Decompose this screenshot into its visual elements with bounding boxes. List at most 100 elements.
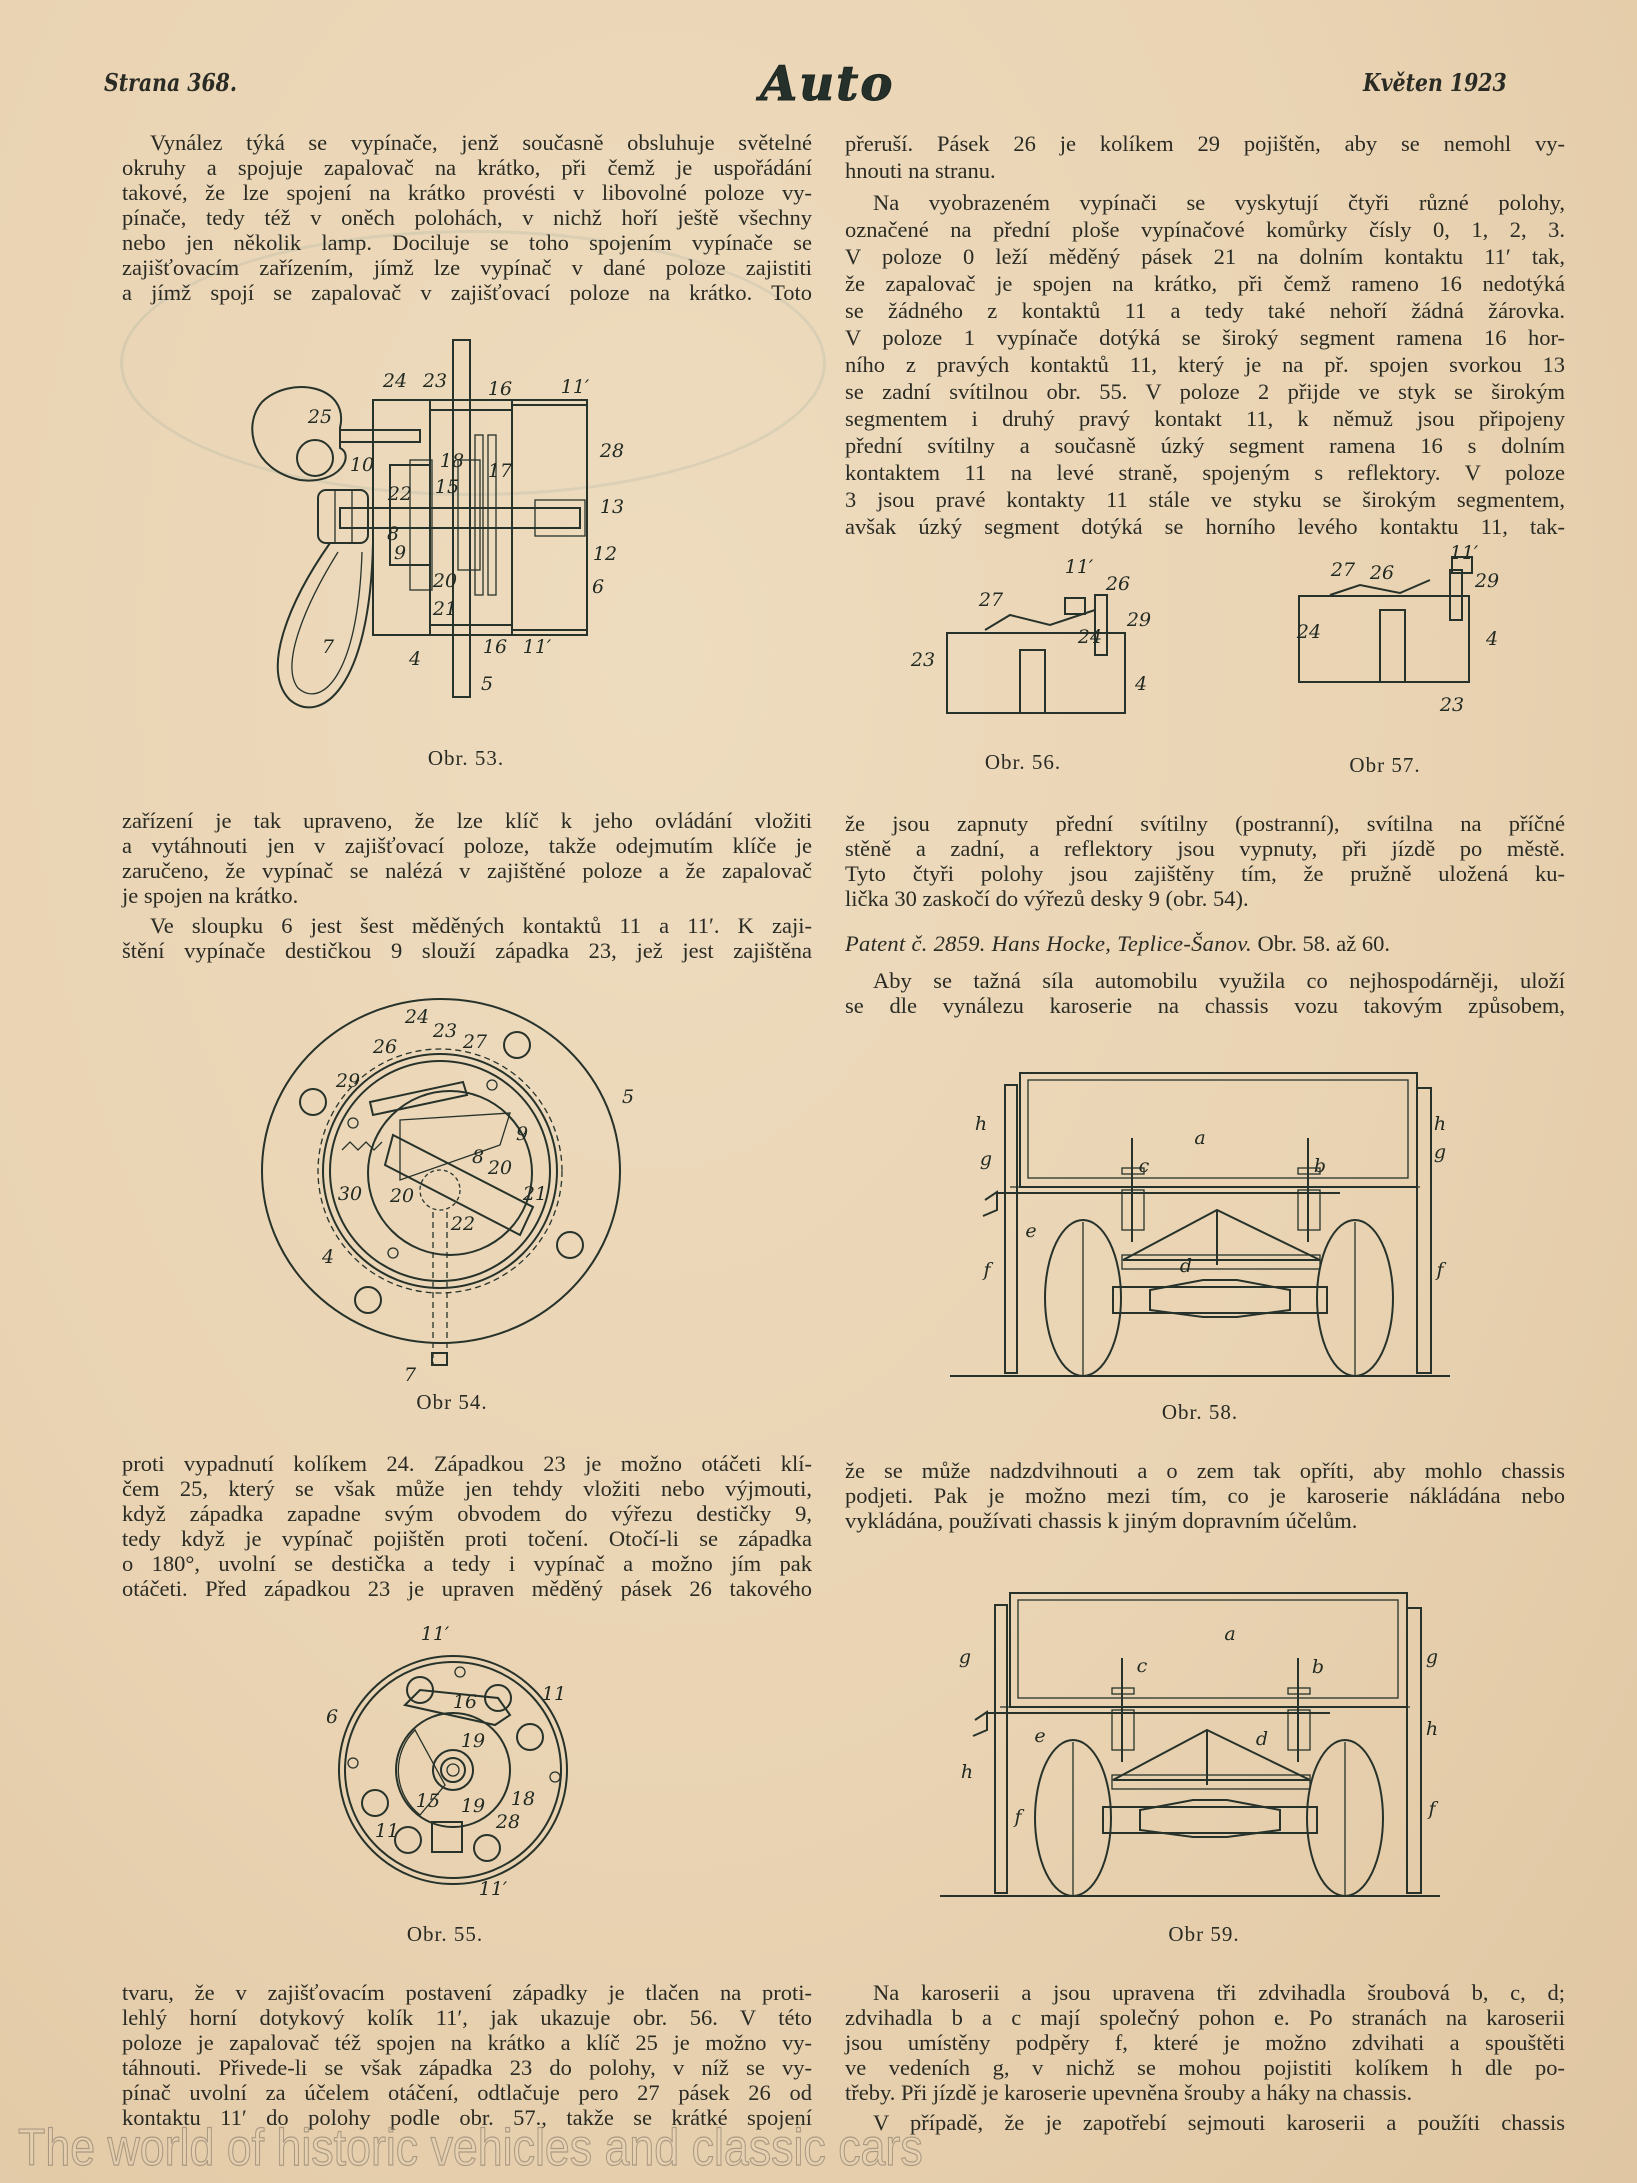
figure-53-caption: Obr. 53. <box>427 746 505 770</box>
text-line: segmentem i druhý pravý kontakt 11, k ně… <box>845 406 1565 431</box>
figure-label: 27 <box>978 589 1004 611</box>
figure-label: 30 <box>338 1183 362 1205</box>
text-line: třeby. Při jízdě je karoserie upevněna š… <box>845 2080 1413 2105</box>
figure-label: 19 <box>461 1795 485 1817</box>
figure-label: 6 <box>592 576 604 598</box>
text-line: Ve sloupku 6 jest šest měděných kontaktů… <box>150 913 812 938</box>
text-line: se zadní svítilnou obr. 55. V poloze 2 p… <box>845 379 1565 404</box>
magazine-logo: Auto <box>759 56 895 113</box>
figure-label: h <box>1426 1718 1438 1740</box>
paragraph: přeruší. Pásek 26 je kolíkem 29 pojištěn… <box>845 130 1565 184</box>
figure-label: 29 <box>1474 570 1499 592</box>
text-line: ve vedeních g, v nichž se mohou pojistit… <box>845 2055 1565 2080</box>
text-line: o 180°, uvolní se destička a tedy i vypí… <box>122 1551 812 1576</box>
figure-label: a <box>1224 1623 1235 1645</box>
figure-label: a <box>1194 1127 1205 1149</box>
figure-label: 28 <box>495 1811 520 1833</box>
figure-label: 8 <box>472 1146 484 1168</box>
text-line: pínač uvolní za účelem otáčení, odtlačuj… <box>122 2080 812 2105</box>
figure-56-caption: Obr. 56. <box>984 750 1062 774</box>
text-line: že jsou zapnuty přední svítilny (postran… <box>845 811 1565 836</box>
text-line: se žádného z kontaktů 11 a tedy také neh… <box>845 298 1565 323</box>
text-line: Na karoserii a jsou upravena tři zdvihad… <box>873 1980 1565 2005</box>
figure-58-caption: Obr. 58. <box>1161 1400 1239 1424</box>
paragraph: že jsou zapnuty přední svítilny (postran… <box>845 811 1565 911</box>
text-line: V poloze 0 leží měděný pásek 21 na dolní… <box>845 244 1565 269</box>
figure-label: e <box>1034 1725 1045 1747</box>
text-block-right-1: přeruší. Pásek 26 je kolíkem 29 pojištěn… <box>845 130 1565 540</box>
figure-label: h <box>975 1113 987 1135</box>
text-line: zdvihadla b a c mají společný pohon e. P… <box>845 2005 1565 2030</box>
text-line: zajišťovacím zařízením, jímž lze vypínač… <box>122 255 812 280</box>
figure-label: b <box>1312 1656 1324 1678</box>
text-line: proti vypadnutí kolíkem 24. Západkou 23 … <box>122 1451 812 1476</box>
patent-heading: Patent č. 2859. Hans Hocke, Teplice-Šano… <box>845 931 1565 957</box>
figure-54-switch-front: 24 26 23 27 29 5 9 8 20 30 20 21 22 4 7 <box>261 998 634 1385</box>
text-line: kontaktem 11 na levé straně, spojeným s … <box>845 460 1565 485</box>
figure-label: 24 <box>1296 621 1321 643</box>
figure-label: 19 <box>461 1730 485 1752</box>
figure-label: 20 <box>487 1157 512 1179</box>
text-line: že se může nadzdvihnouti a o zem tak opř… <box>845 1458 1565 1483</box>
text-line: lička 30 zaskočí do výřezů desky 9 (obr.… <box>845 886 1249 911</box>
paragraph: Ve sloupku 6 jest šest měděných kontaktů… <box>122 913 812 963</box>
patent-figures: Obr. 58. až 60. <box>1251 931 1390 956</box>
figure-59-caption: Obr 59. <box>1168 1922 1240 1946</box>
figure-58-truck-body-raised: h g a c b h g e d f f <box>948 1071 1452 1378</box>
figure-label: 29 <box>335 1070 360 1092</box>
figure-label: 21 <box>432 598 457 620</box>
text-line: okruhy a spojuje zapalovač na krátko, př… <box>122 155 812 180</box>
figure-label: 27 <box>462 1031 488 1053</box>
figure-label: 18 <box>440 450 464 472</box>
figure-label: 7 <box>322 636 335 658</box>
figure-label: 18 <box>511 1788 535 1810</box>
text-line: přeruší. Pásek 26 je kolíkem 29 pojištěn… <box>845 131 1565 156</box>
text-line: otáčeti. Před západkou 23 je upraven měd… <box>122 1576 812 1601</box>
figure-55-contact-plate: 11′ 6 16 11 19 15 19 18 28 11 11′ <box>326 1623 568 1900</box>
text-line: takové, že lze spojení na krátko provést… <box>122 180 812 205</box>
text-line: zařízení je tak upraveno, že lze klíč k … <box>122 808 812 833</box>
figure-label: f <box>1426 1798 1438 1820</box>
text-line: kontaktu 11′ do polohy podle obr. 57., t… <box>122 2105 812 2130</box>
figure-label: 20 <box>389 1185 414 1207</box>
text-block-left-2: zařízení je tak upraveno, že lze klíč k … <box>122 808 812 963</box>
figure-label: 26 <box>1105 573 1130 595</box>
figure-label: 6 <box>326 1706 338 1728</box>
figure-label: 11 <box>542 1683 566 1705</box>
figure-label: c <box>1139 1155 1150 1177</box>
figure-label: 11 <box>375 1820 399 1842</box>
text-block-right-2: že jsou zapnuty přední svítilny (postran… <box>845 811 1565 911</box>
figure-label: g <box>959 1646 971 1668</box>
text-line: tedy když je vypínač pojištěn proti toče… <box>122 1526 812 1551</box>
figure-label: 11′ <box>561 376 590 398</box>
figure-label: 4 <box>408 648 421 670</box>
text-line: jsou umístěny podpěry f, které je možno … <box>845 2030 1565 2055</box>
figure-label: d <box>1180 1255 1192 1277</box>
figure-label: 23 <box>1439 694 1464 716</box>
figure-label: b <box>1314 1155 1326 1177</box>
figure-label: 23 <box>910 649 935 671</box>
figure-label: 15 <box>435 476 459 498</box>
text-line: Na vyobrazeném vypínači se vyskytují čty… <box>873 190 1565 215</box>
paragraph: V případě, že je zapotřebí sejmouti karo… <box>845 2110 1565 2135</box>
text-line: přední svítilny a současně úzký segment … <box>845 433 1565 458</box>
text-line: Aby se tažná síla automobilu využila co … <box>873 968 1565 993</box>
figure-label: 25 <box>307 406 332 428</box>
figure-57-contact-detail: 27 26 11′ 29 24 4 23 <box>1296 542 1499 716</box>
figure-label: 26 <box>1369 562 1394 584</box>
text-line: když západka zapadne svým obvodem do výř… <box>122 1501 812 1526</box>
text-block-right-4: že se může nadzdvihnouti a o zem tak opř… <box>845 1458 1565 1533</box>
text-block-left-4: tvaru, že v zajišťovacím postavení západ… <box>122 1980 812 2130</box>
figure-label: 23 <box>422 370 447 392</box>
figure-label: 24 <box>1077 626 1102 648</box>
text-block-right-3: Aby se tažná síla automobilu využila co … <box>845 968 1565 1018</box>
text-block-left-3: proti vypadnutí kolíkem 24. Západkou 23 … <box>122 1451 812 1601</box>
figure-label: 9 <box>394 542 406 564</box>
text-line: lehlý horní dotykový kolík 11′, jak ukaz… <box>122 2005 812 2030</box>
figure-label: 9 <box>516 1123 528 1145</box>
text-line: nebo jen několik lamp. Dociluje se toho … <box>122 230 812 255</box>
text-line: avšak úzký segment dotýká se horního lev… <box>845 514 1565 539</box>
figure-label: 11′ <box>1450 542 1479 564</box>
text-line: V případě, že je zapotřebí sejmouti karo… <box>873 2110 1565 2135</box>
text-block-left-1: Vynález týká se vypínače, jenž současně … <box>122 130 812 305</box>
